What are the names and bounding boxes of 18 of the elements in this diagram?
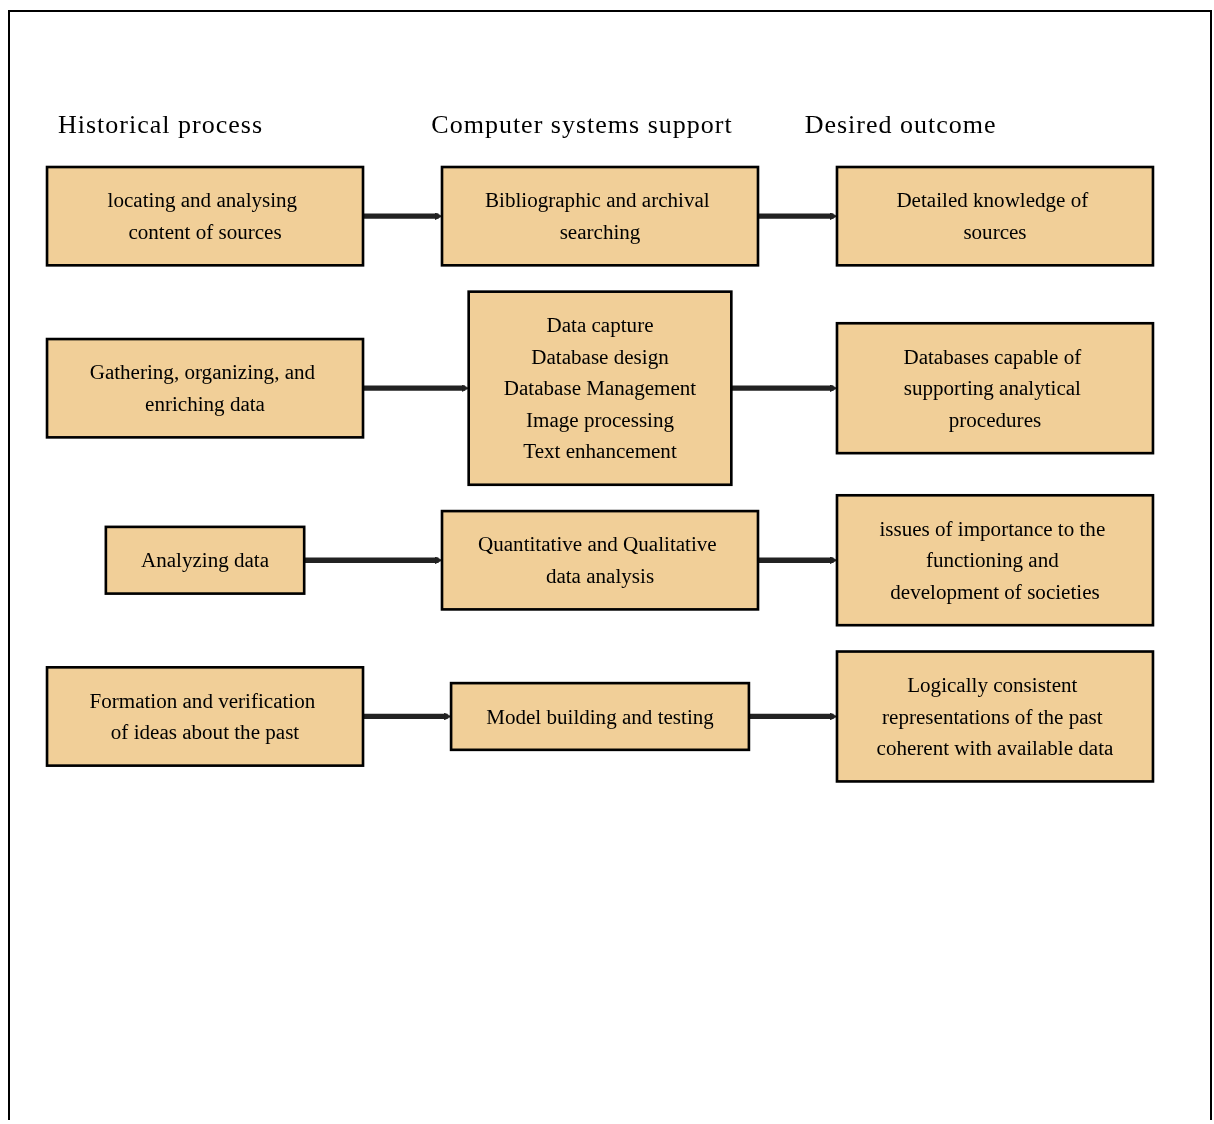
node-box: Quantitative and Qualitative data analysis <box>440 509 760 611</box>
node-box: Logically consistent representations of the past coherent with available data <box>835 650 1155 783</box>
node-box: Detailed knowledge of sources <box>835 165 1155 267</box>
column-heading: Desired outcome <box>803 110 998 140</box>
node-box: Gathering, organizing, and enriching data <box>45 337 365 439</box>
column-heading: Historical process <box>57 110 264 140</box>
arrow <box>363 212 443 221</box>
node-box: Formation and verification of ideas about the past <box>45 666 365 767</box>
node-box: Analyzing data <box>104 525 306 595</box>
node-box: issues of importance to the functioning and development of societies <box>835 493 1155 627</box>
node-box: Data capture Database design Database Management Image processing Text enhancement <box>467 290 733 487</box>
column-heading: Computer systems support <box>430 110 734 140</box>
node-box: Databases capable of supporting analytical procedures <box>835 321 1155 455</box>
arrow <box>363 712 452 721</box>
node-box: locating and analysing content of sources <box>45 165 365 267</box>
node-box: Bibliographic and archival searching <box>440 165 760 267</box>
arrow <box>304 556 443 565</box>
node-box: Model building and testing <box>449 681 751 752</box>
